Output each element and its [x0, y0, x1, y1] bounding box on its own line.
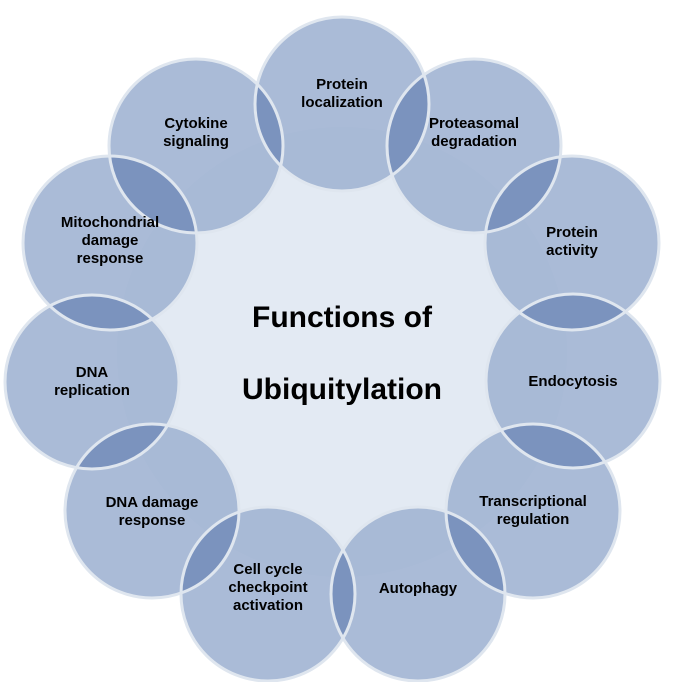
center-title-line-2: Ubiquitylation: [242, 373, 442, 406]
function-label: Proteasomal degradation: [428, 115, 520, 150]
center-disk: [117, 127, 567, 577]
circle-outline: [385, 57, 563, 235]
function-label: Cell cycle checkpoint activation: [228, 561, 308, 614]
function-label: DNA replication: [54, 364, 130, 399]
function-label: Transcriptional regulation: [479, 493, 587, 528]
function-label: DNA damage response: [105, 494, 199, 529]
overlap-region: [446, 507, 505, 598]
circle-outline: [3, 293, 181, 471]
function-label: Autophagy: [378, 580, 458, 597]
circle-outline: [329, 505, 507, 682]
circle-outline: [483, 154, 661, 332]
function-circle: [255, 17, 429, 191]
overlap-region: [181, 507, 239, 598]
overlap-region: [485, 156, 561, 233]
function-label: Endocytosis: [528, 373, 618, 390]
function-label: Protein localization: [301, 76, 383, 111]
circle-outline: [484, 292, 662, 470]
function-label: Cytokine signaling: [163, 115, 229, 150]
function-label: Mitochondrial damage response: [60, 214, 160, 267]
circle-outline: [63, 422, 241, 600]
center-title-line-1: Functions of: [252, 301, 432, 334]
overlap-region: [109, 156, 197, 233]
circle-outline: [107, 57, 285, 235]
circle-outline: [253, 15, 431, 193]
function-label: Protein activity: [546, 224, 598, 259]
